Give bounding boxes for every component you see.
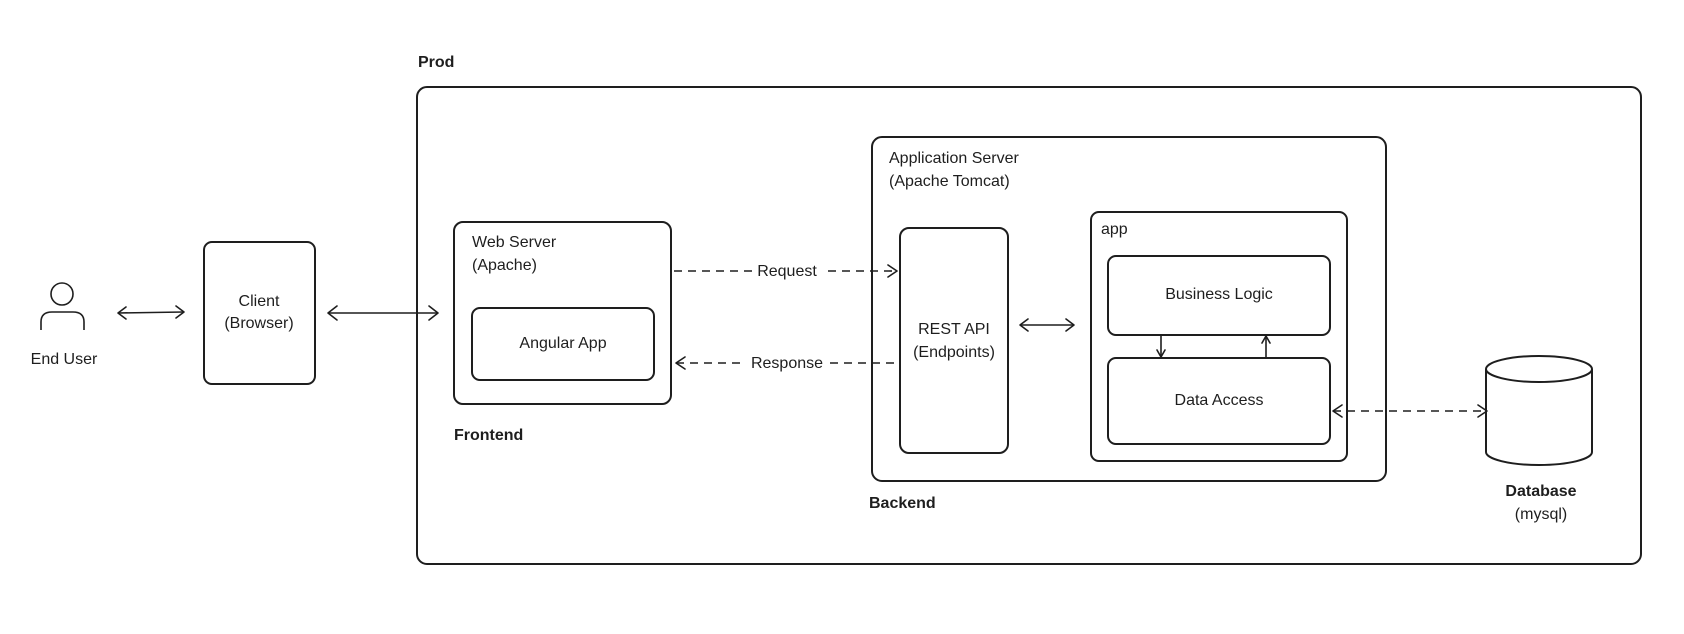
user-icon [40,282,85,330]
database-label-line2: (mysql) [1515,506,1567,523]
web-server-label-line2: (Apache) [472,257,537,274]
client-label-line1: Client [239,293,280,310]
frontend-label: Frontend [454,427,523,444]
angular-app-label: Angular App [519,335,606,352]
web-server-box [453,221,672,405]
angular-app-box [471,307,655,381]
rest-api-label-line2: (Endpoints) [913,344,995,361]
database-cylinder-icon [1485,355,1593,466]
rest-api-label-line1: REST API [918,321,990,338]
database-label-line1: Database [1505,483,1576,500]
business-logic-box [1107,255,1331,336]
app-server-box [871,136,1387,482]
edge-user-client [117,305,185,320]
prod-label: Prod [418,54,454,71]
rest-api-box [899,227,1009,454]
prod-container [416,86,1642,565]
request-label: Request [757,263,817,280]
app-box [1090,211,1348,462]
client-box [203,241,316,385]
web-server-node: Web Server (Apache) Angular App [453,221,672,405]
edge-client-webserver [327,305,439,321]
data-access-label: Data Access [1175,392,1264,409]
app-server-node: Application Server (Apache Tomcat) REST … [871,136,1387,482]
data-access-box [1107,357,1331,445]
edge-rest-app [1019,318,1075,332]
app-server-label-line1: Application Server [889,150,1020,167]
edge-response: Response [675,350,899,374]
client-label-line2: (Browser) [224,315,293,332]
app-server-label-line2: (Apache Tomcat) [889,173,1010,190]
end-user-label: End User [31,351,98,368]
backend-label: Backend [869,495,936,512]
web-server-label-line1: Web Server [472,234,557,251]
edge-data-database [1332,404,1488,418]
client-node: Client (Browser) [203,241,316,385]
end-user-node: End User [31,282,98,368]
database-node: Database (mysql) [1485,355,1593,523]
business-logic-label: Business Logic [1165,286,1273,303]
app-label: app [1101,221,1128,238]
edge-logic-to-data [1156,336,1166,358]
edge-data-to-logic [1261,335,1271,357]
response-label: Response [751,355,823,372]
edge-request: Request [674,258,898,282]
